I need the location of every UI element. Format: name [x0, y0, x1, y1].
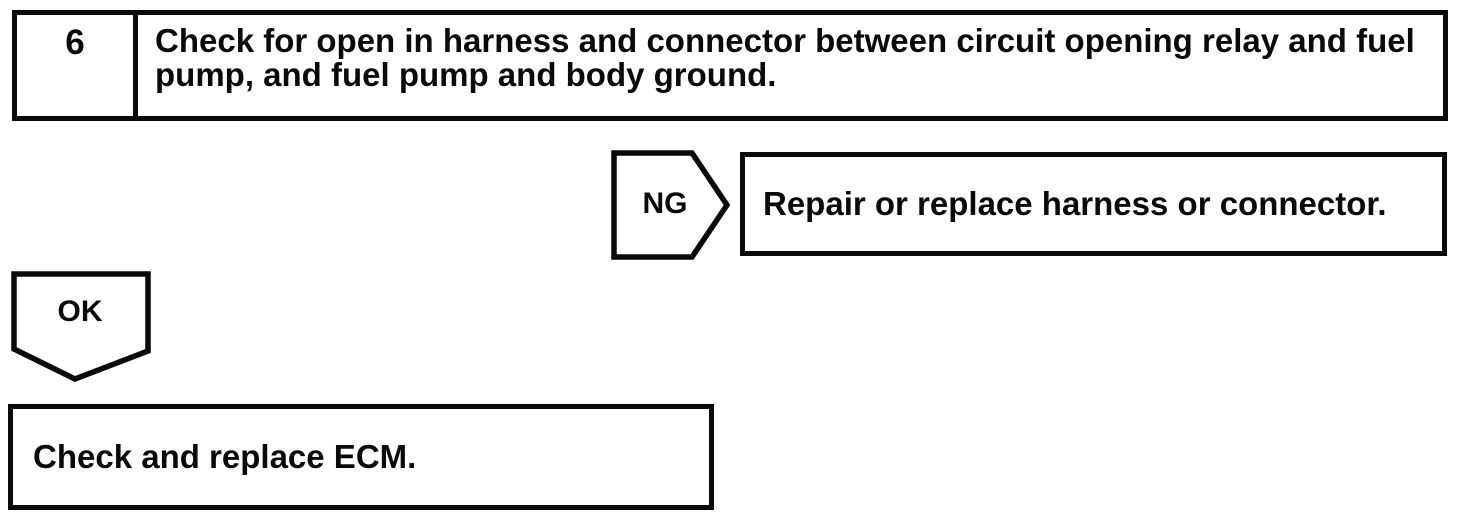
ok-action-text: Check and replace ECM.	[33, 438, 417, 475]
ok-connector: OK	[11, 271, 151, 383]
step-number: 6	[17, 15, 138, 116]
step-instruction: Check for open in harness and connector …	[155, 22, 1415, 93]
ng-action-box: Repair or replace harness or connector.	[740, 152, 1447, 256]
ng-pentagon-icon	[611, 150, 731, 260]
ng-action-text: Repair or replace harness or connector.	[763, 185, 1387, 222]
ng-label: NG	[642, 187, 688, 220]
ok-action-box: Check and replace ECM.	[8, 404, 714, 510]
ok-label: OK	[57, 295, 103, 328]
ng-connector: NG	[611, 150, 731, 260]
step-box: 6 Check for open in harness and connecto…	[12, 10, 1448, 121]
ok-pentagon-icon	[11, 271, 151, 382]
